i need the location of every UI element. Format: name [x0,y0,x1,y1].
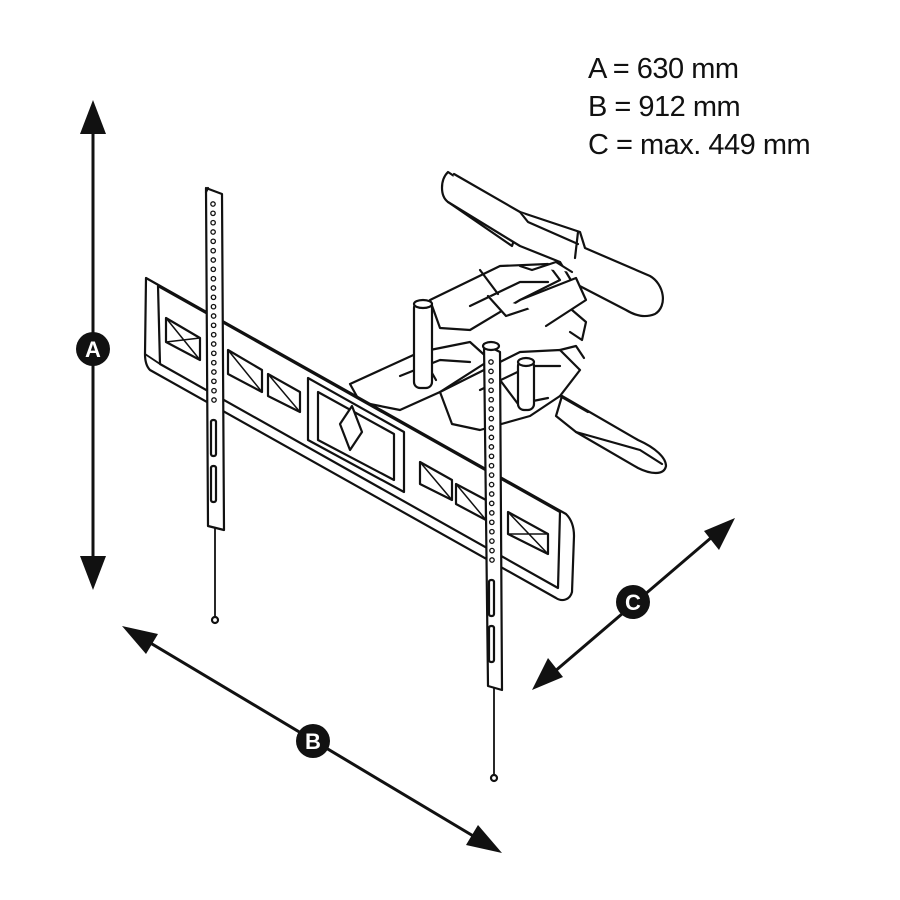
badge-c: C [616,585,650,619]
svg-text:C: C [625,590,641,615]
bracket-hole [488,519,495,526]
bracket-hole [488,396,495,403]
bracket-hole [489,528,495,535]
arm-pivot-posts [412,298,588,412]
bracket-hole [210,285,217,291]
svg-text:A: A [85,337,101,362]
bracket-hole [488,415,495,422]
bracket-hole [210,219,216,226]
bracket-hole [210,303,217,310]
bracket-hole [489,538,495,544]
bracket-hole [211,378,217,385]
bracket-hole [210,247,217,254]
bracket-hole [210,266,217,273]
dimension-b-text: B = 912 mm [588,91,741,123]
bracket-hole [210,257,217,263]
bracket-hole [210,229,216,235]
wall-plate-bottom [554,394,668,475]
vertical-bracket-right [481,340,504,783]
bracket-hole [488,378,494,384]
bracket-hole [211,397,217,403]
bracket-hole [210,201,216,207]
dimension-legend: A = 630 mm B = 912 mm C = max. 449 mm [588,50,811,164]
bracket-hole [210,341,217,347]
bracket-hole [488,387,494,394]
bracket-hole [488,462,495,469]
bracket-hole [488,510,495,516]
bracket-hole [489,557,495,563]
dimension-c-text: C = max. 449 mm [588,129,811,161]
bracket-hole [488,406,495,412]
bracket-hole [210,331,217,338]
bracket-hole [488,359,494,365]
bracket-hole [488,500,495,507]
bracket-hole [488,444,495,450]
bracket-hole [488,472,495,478]
articulating-arm-upper [428,260,588,332]
wall-plate-top [440,170,664,318]
bracket-hole [488,425,495,431]
bracket-hole [210,275,217,282]
badge-a: A [76,332,110,366]
badge-b: B [296,724,330,758]
mount-drawing [143,170,668,783]
bracket-hole [488,434,495,441]
bracket-hole [488,491,495,497]
bracket-hole [211,387,217,394]
svg-text:B: B [305,729,321,754]
bracket-hole [488,368,494,375]
bracket-hole [210,294,217,301]
vertical-bracket-left [204,186,226,625]
bracket-hole [211,369,217,375]
bracket-hole [488,453,495,460]
bracket-hole [210,313,217,319]
dimension-a-text: A = 630 mm [588,53,739,85]
bracket-holes [210,201,495,563]
bracket-hole [210,322,217,329]
horizontal-tv-rail [143,276,576,602]
bracket-hole [210,359,217,366]
bracket-hole [210,238,217,245]
bracket-hole [488,481,495,488]
bracket-hole [210,210,216,217]
bracket-hole [210,350,217,357]
bracket-hole [489,547,495,554]
